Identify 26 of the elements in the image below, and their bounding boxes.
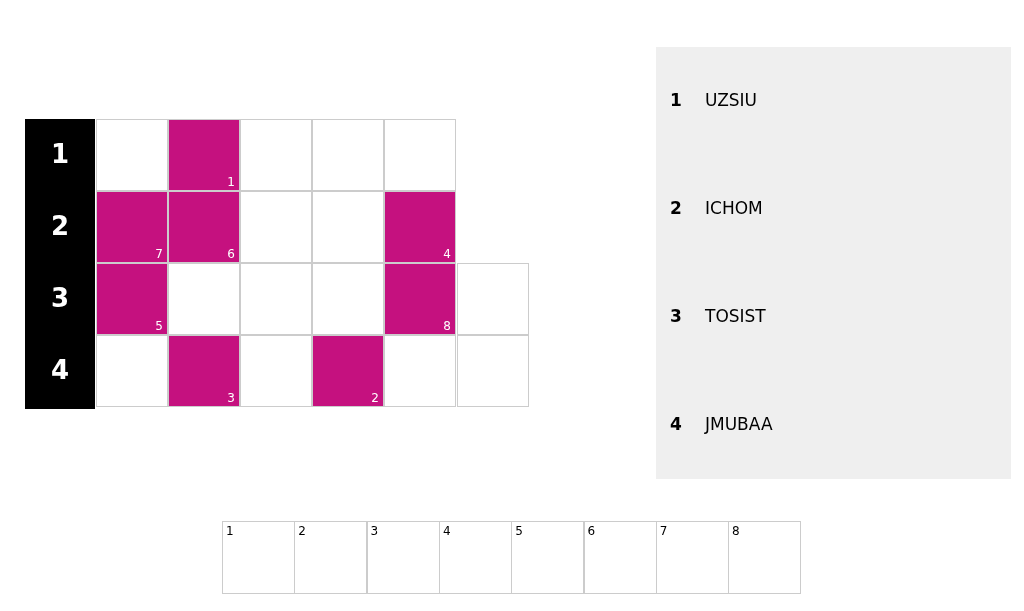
row-number: 1: [49, 139, 71, 169]
answer-position-number: 3: [370, 525, 379, 537]
row-number: 2: [49, 211, 71, 241]
answer-position-number: 7: [659, 525, 668, 537]
answer-position-number: 5: [515, 525, 523, 537]
letter-number: 8: [443, 320, 451, 332]
letter-number: 4: [443, 248, 451, 260]
letter-number: 7: [155, 248, 163, 260]
row-number: 4: [49, 355, 71, 385]
scrambled-word: ICHOM: [705, 198, 763, 218]
letter-number: 6: [227, 248, 235, 260]
clue-number: 3: [670, 306, 682, 326]
letter-number: 5: [155, 320, 163, 332]
scrambled-word: JMUBAA: [705, 414, 773, 434]
answer-position-number: 2: [298, 525, 306, 537]
scrambled-word: TOSIST: [705, 306, 766, 326]
answer-position-number: 8: [732, 525, 740, 537]
answer-position-number: 6: [587, 525, 596, 537]
answer-position-number: 4: [442, 525, 451, 537]
clue-number: 2: [670, 198, 682, 218]
clue-number: 4: [670, 414, 682, 434]
scrambled-word: UZSIU: [705, 90, 758, 110]
answer-position-number: 1: [226, 525, 234, 537]
clue-number: 1: [670, 90, 682, 110]
letter-number: 1: [227, 176, 235, 188]
row-number: 3: [49, 283, 71, 313]
